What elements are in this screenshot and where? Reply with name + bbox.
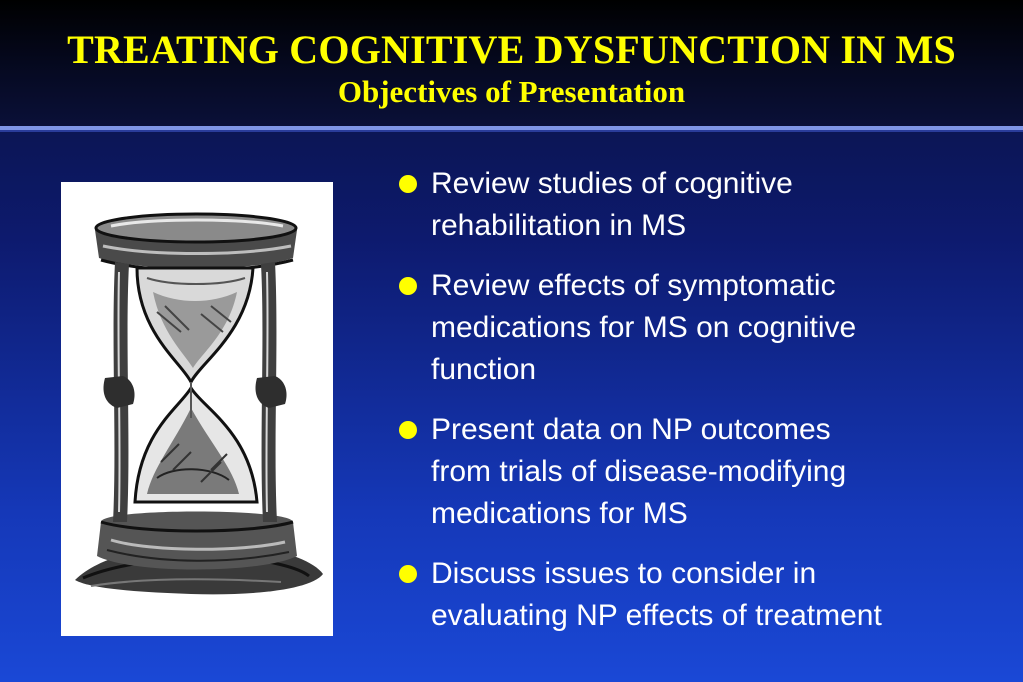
list-item-text: Review effects of symptomatic medication… <box>431 269 857 386</box>
slide-header: TREATING COGNITIVE DYSFUNCTION IN MS Obj… <box>0 0 1023 126</box>
objectives-list: Review studies of cognitive rehabilitati… <box>398 163 1008 655</box>
list-item-text: Discuss issues to consider in evaluating… <box>431 557 882 632</box>
slide-subtitle: Objectives of Presentation <box>337 74 686 109</box>
list-item: Present data on NP outcomes from trials … <box>398 409 1008 535</box>
header-divider <box>0 126 1023 130</box>
bullet-dot-icon <box>399 175 417 193</box>
list-item: Discuss issues to consider in evaluating… <box>398 553 1008 637</box>
list-item: Review effects of symptomatic medication… <box>398 265 1008 391</box>
list-item-text: Review studies of cognitive rehabilitati… <box>431 167 793 242</box>
hourglass-image <box>61 182 333 636</box>
bullet-dot-icon <box>399 277 417 295</box>
bullet-dot-icon <box>399 421 417 439</box>
header-divider-shadow <box>0 130 1023 132</box>
list-item: Review studies of cognitive rehabilitati… <box>398 163 1008 247</box>
list-item-text: Present data on NP outcomes from trials … <box>431 413 847 530</box>
hourglass-icon <box>75 212 323 595</box>
slide-title: TREATING COGNITIVE DYSFUNCTION IN MS <box>67 27 956 72</box>
bullet-dot-icon <box>399 565 417 583</box>
